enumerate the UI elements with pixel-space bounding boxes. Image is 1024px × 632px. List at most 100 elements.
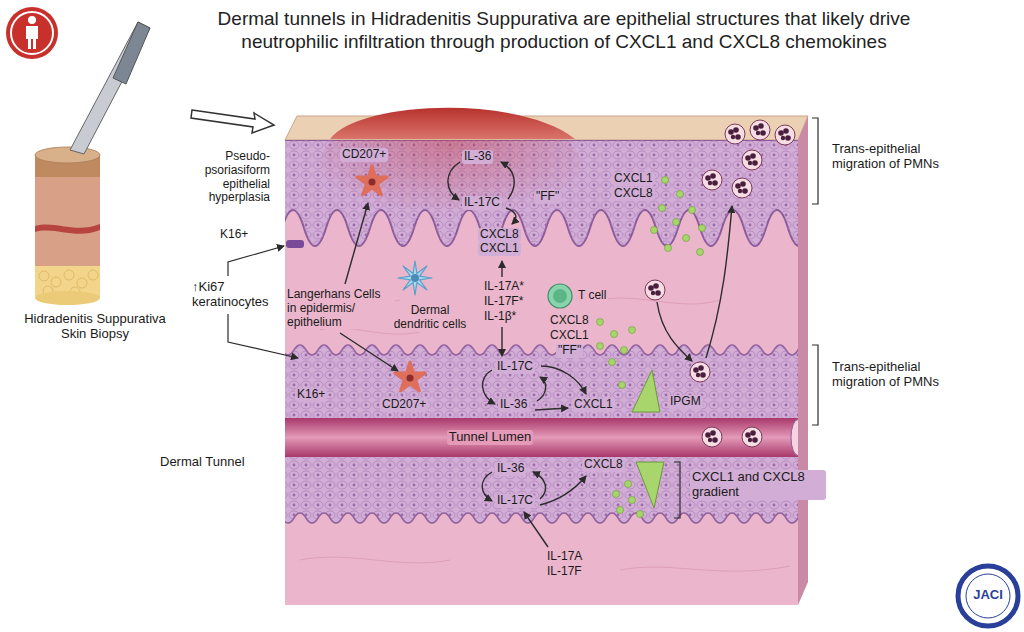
annotation-label: IL-17C	[495, 360, 535, 374]
annotation-label: Dermal Tunnel	[158, 455, 247, 470]
bracket	[674, 118, 818, 518]
journal-logo	[958, 566, 1018, 626]
annotation-label: CXCL1	[478, 242, 521, 256]
skin-biopsy-core	[77, 278, 87, 288]
annotation-label: IPGM	[668, 395, 703, 409]
person-icon	[26, 26, 38, 49]
pathway-arrow	[501, 327, 502, 356]
leader-line	[228, 246, 284, 276]
pathway-arrow	[501, 261, 502, 277]
pathway-arrow	[448, 162, 460, 200]
skin-biopsy-core	[35, 291, 100, 305]
pathway-arrow	[483, 370, 495, 404]
chemokine-dot	[625, 481, 632, 488]
logo-text: JACI	[971, 588, 1005, 603]
gradient-triangle	[632, 370, 660, 412]
chemokine-dot	[609, 359, 616, 366]
pathway-arrow	[535, 408, 568, 410]
skin-block-front	[285, 140, 798, 605]
neutrophil	[645, 120, 795, 447]
annotation-label: CXCL8	[582, 458, 625, 472]
t-cell	[548, 284, 572, 308]
annotation-label: CD207+	[380, 398, 428, 412]
annotation-label: IL-36	[498, 398, 529, 412]
neutrophil	[725, 124, 745, 144]
chemokine-dot	[597, 343, 604, 350]
annotation-label: IL-17F*	[482, 295, 525, 309]
chemokine-dot	[621, 347, 628, 354]
chemokine-dot	[613, 491, 620, 498]
annotation-label: ↑Ki67 keratinocytes	[190, 280, 282, 310]
pathway-arrow	[506, 208, 516, 224]
chemokine-dot	[637, 511, 644, 518]
annotation-label: CXCL1 and CXCL8 gradient	[690, 470, 826, 500]
chemokine-dot	[659, 205, 666, 212]
annotation-label: CXCL1	[548, 329, 591, 343]
skin-biopsy-core	[51, 277, 61, 287]
neutrophil	[690, 362, 710, 382]
annotation-label: Trans-epithelial migration of PMNs	[830, 142, 966, 172]
annotation-label: CXCL8	[548, 314, 591, 328]
neutrophil	[775, 125, 795, 145]
langerhans-cell	[395, 362, 425, 391]
biopsy-punch-tool	[113, 22, 150, 84]
annotation-label: IL-17C	[495, 494, 535, 508]
neutrophil	[702, 427, 722, 447]
neutrophil	[645, 280, 665, 300]
annotation-label: IL-17C	[462, 196, 502, 210]
skin-biopsy-core	[39, 271, 49, 281]
annotation-label: "FF"	[556, 344, 583, 358]
neutrophil	[732, 178, 752, 198]
skin-block-front	[285, 345, 798, 420]
journal-logo	[958, 566, 1018, 626]
dermal-dendritic-cell	[411, 274, 419, 282]
chemokine-dot	[697, 249, 704, 256]
dermal-dendritic-cell	[398, 261, 432, 295]
pathway-arrow	[340, 333, 398, 371]
person-icon	[6, 7, 58, 59]
chemokine-dot	[683, 235, 690, 242]
person-icon	[6, 7, 58, 59]
pathway-arrow	[340, 162, 732, 547]
langerhans-cell	[357, 166, 425, 391]
pathway-arrow	[501, 162, 514, 199]
annotation-label: Pseudo- psoriasiform epithelial hyperpla…	[186, 150, 272, 205]
chemokine-dot	[619, 382, 626, 389]
pathway-arrow	[537, 377, 546, 401]
skin-biopsy-core	[35, 155, 100, 298]
skin-block-front	[320, 140, 580, 225]
annotation-label: Hidradenitis Suppurativa Skin Biopsy	[8, 312, 182, 342]
annotation-label: Langerhans Cells in epidermis/ epitheliu…	[285, 288, 395, 329]
person-icon	[28, 16, 36, 24]
skin-block-front	[620, 566, 790, 571]
annotation-label: Trans-epithelial migration of PMNs	[830, 360, 966, 390]
annotation-label: K16+	[218, 228, 250, 242]
chemokine-dot	[677, 191, 684, 198]
annotation-label: "FF"	[534, 190, 561, 204]
annotation-label: Dermal dendritic cells	[385, 304, 475, 332]
neutrophil	[742, 150, 762, 170]
chemokine-dot	[662, 177, 669, 184]
annotation-label: Tunnel Lumen	[447, 430, 534, 445]
gradient-triangle	[632, 370, 664, 508]
pathway-arrow	[540, 476, 586, 505]
hollow-arrow	[191, 110, 274, 133]
skin-biopsy-core	[35, 147, 100, 163]
pathway-arrow	[706, 206, 732, 358]
annotation-label: T cell	[576, 289, 608, 303]
chemokine-dot	[651, 227, 658, 234]
person-icon	[11, 12, 53, 54]
dermal-dendritic-cell	[398, 261, 432, 295]
skin-block-side	[798, 116, 808, 605]
gradient-triangle	[636, 462, 664, 508]
pathway-arrow	[524, 512, 548, 547]
annotation-label: CD207+	[340, 148, 388, 162]
diagram-title: Dermal tunnels in Hidradenitis Suppurati…	[212, 8, 916, 54]
chemokine-dot	[665, 245, 672, 252]
annotation-label: CXCL1	[572, 398, 615, 412]
chemokine-dot	[699, 225, 706, 232]
skin-biopsy-core	[64, 270, 74, 280]
journal-logo	[966, 574, 1010, 618]
pathway-arrow	[482, 472, 492, 501]
annotation-label: IL-1β*	[482, 310, 518, 324]
